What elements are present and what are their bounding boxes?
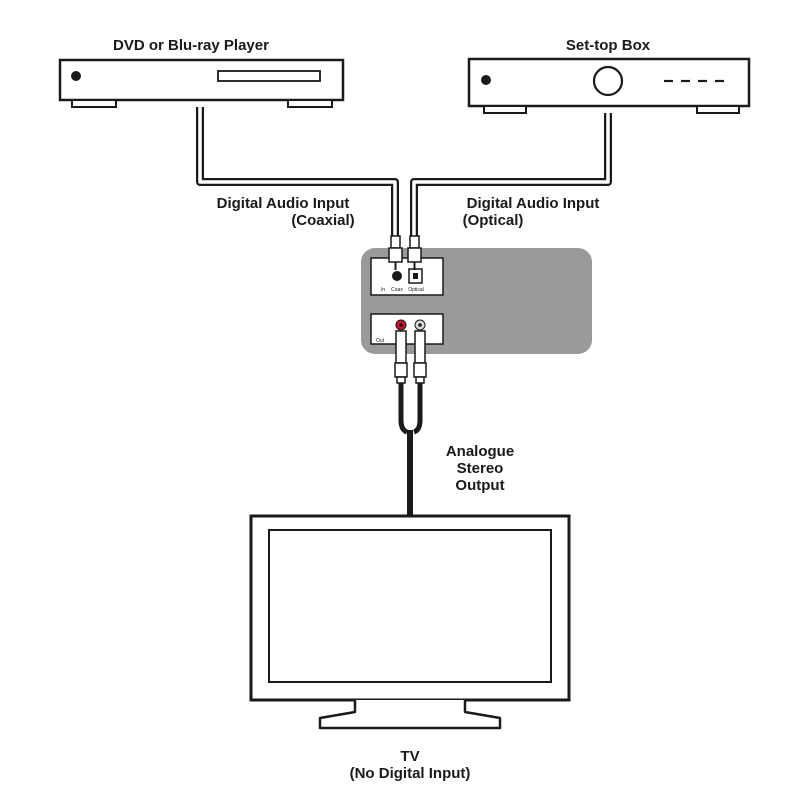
optical-port-core (413, 273, 418, 279)
optical-port-label: Optical (408, 287, 424, 293)
converter-input-panel (370, 257, 444, 296)
rca-red-port-pin (399, 323, 403, 327)
coax-plug-icon (388, 235, 403, 270)
converter-box: In Coax Optical Out (361, 248, 592, 354)
dvd-foot-right (287, 99, 333, 108)
rca-plug-white (413, 330, 427, 384)
coax-port-icon (392, 271, 402, 281)
analogue-label-line3: Output (455, 477, 504, 494)
dvd-foot-left (71, 99, 117, 108)
optical-input-label: Digital Audio Input (Optical) (463, 195, 600, 229)
set-top-box: Set-top Box (467, 37, 751, 114)
tv-label: TV (400, 748, 419, 765)
tv-stand (318, 700, 502, 730)
optical-label-line1: Digital Audio Input (467, 195, 600, 212)
coax-port-label: Coax (391, 287, 403, 293)
optical-plug-icon (407, 235, 422, 270)
coaxial-input-label: Digital Audio Input (Coaxial) (217, 195, 355, 229)
coaxial-label-line2: (Coaxial) (291, 212, 354, 229)
rca-white-port-pin (418, 323, 422, 327)
analogue-output-label: Analogue Stereo Output (446, 443, 514, 494)
dvd-player: DVD or Blu-ray Player (58, 37, 345, 108)
out-port-label: Out (376, 338, 385, 344)
stb-foot-right (696, 105, 740, 114)
optical-label-line2: (Optical) (463, 212, 524, 229)
tv-sublabel: (No Digital Input) (350, 765, 471, 782)
tv: TV (No Digital Input) (249, 514, 571, 782)
coaxial-label-line1: Digital Audio Input (217, 195, 350, 212)
stb-dial-icon (592, 65, 624, 97)
dvd-power-button-icon (71, 71, 81, 81)
tv-screen (268, 529, 552, 683)
optical-cable (410, 113, 612, 238)
analogue-cable (398, 383, 423, 516)
rca-plug-red (394, 330, 408, 384)
converter-output-panel (370, 313, 444, 345)
coaxial-cable (196, 107, 399, 238)
set-top-box-label: Set-top Box (566, 37, 651, 54)
stb-foot-left (483, 105, 527, 114)
analogue-label-line2: Stereo (457, 460, 504, 477)
analogue-label-line1: Analogue (446, 443, 514, 460)
in-port-label: In (381, 287, 385, 293)
stb-power-button-icon (481, 75, 491, 85)
dvd-player-label: DVD or Blu-ray Player (113, 37, 269, 54)
disc-tray-icon (217, 70, 321, 82)
